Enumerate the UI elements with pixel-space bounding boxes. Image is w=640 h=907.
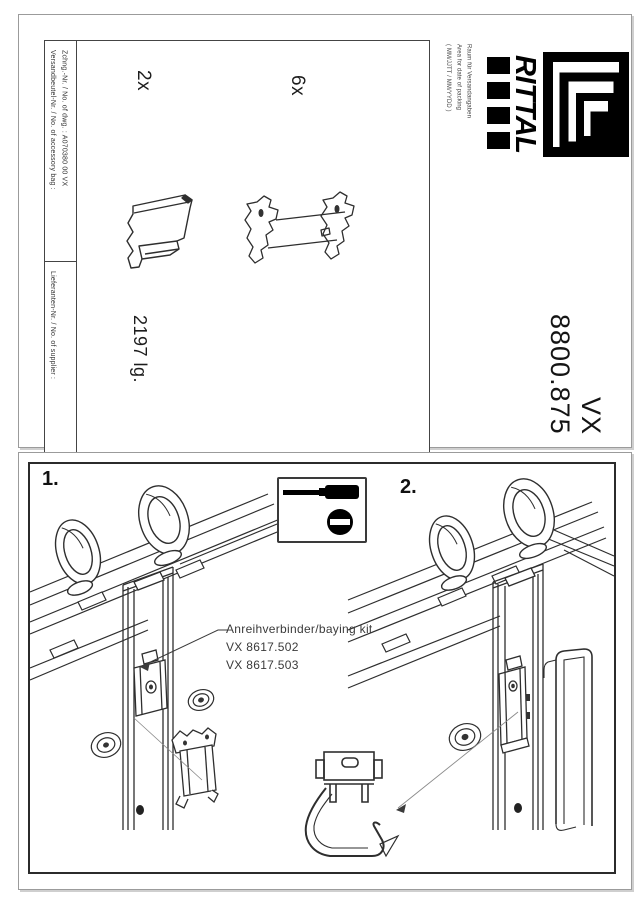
shipping-area-note: Raum für Versandangaben Area for date of…	[443, 44, 474, 170]
shipping-note-en: Area for date of packing	[455, 44, 462, 111]
required-tool-box	[277, 477, 367, 543]
part-drawings	[126, 191, 355, 269]
step1-loose-connector	[171, 727, 219, 809]
rittal-logo: RITTAL	[487, 52, 629, 157]
drawing-number-box: Zchng.-Nr. / No. of dwg. : A070380 00 VX…	[44, 40, 78, 263]
parts-sheet: Zchng.-Nr. / No. of dwg. : A070380 00 VX…	[18, 14, 632, 455]
step2-frame	[347, 501, 614, 689]
screwdriver-icon	[283, 485, 359, 535]
step2-leader-line	[396, 711, 519, 813]
profile-part-drawing	[126, 194, 193, 269]
assembly-illustration	[30, 478, 614, 858]
step2-number: 2.	[400, 476, 417, 498]
qty-connector-label: 6x	[287, 75, 308, 97]
step1-leader-line	[133, 629, 228, 781]
model-series: VX	[576, 396, 606, 435]
model-number: VX 8800.875	[544, 295, 606, 435]
kit-ref-2: VX 8617.503	[226, 658, 299, 672]
step1-number: 1.	[42, 468, 59, 490]
step1-mounted-bracket	[133, 649, 168, 717]
step2-eyebolts	[428, 478, 555, 591]
parts-box: 2x 6x 2197 lg.	[76, 40, 430, 455]
step2-side-strip	[543, 648, 593, 831]
baying-kit-label: Anreihverbinder/baying kit VX 8617.502 V…	[226, 620, 373, 674]
logo-corner-frames	[543, 52, 629, 157]
step1-eyebolts	[54, 485, 190, 596]
model-code: 8800.875	[545, 314, 575, 435]
detail-clip-drawing	[304, 751, 400, 858]
kit-ref-1: VX 8617.502	[226, 640, 299, 654]
kit-title: Anreihverbinder/baying kit	[226, 622, 373, 636]
slotted-screw-icon	[327, 509, 353, 535]
supplier-box: Lieferanten-Nr. / No. of supplier :	[44, 261, 78, 455]
logo-wordmark: RITTAL	[509, 55, 541, 153]
shipping-note-format: ( MM/JJTT / MM/YYDD )	[445, 44, 452, 112]
baying-connector-part-drawing	[244, 191, 355, 264]
shipping-note-de: Raum für Versandangaben	[465, 44, 472, 119]
supplier-label: Lieferanten-Nr. / No. of supplier :	[49, 271, 57, 380]
logo-bars	[487, 57, 510, 149]
accessory-bag-label: Versandbeutel-Nr. / No. of accessory bag…	[49, 50, 57, 190]
step2-washer	[448, 723, 522, 813]
step1-washers	[90, 689, 215, 815]
step2-mounted-connector	[498, 655, 530, 754]
qty-profile-label: 2x	[133, 70, 154, 92]
length-note: 2197 lg.	[130, 315, 150, 384]
drawing-number-label: Zchng.-Nr. / No. of dwg. : A070380 00 VX	[60, 50, 68, 187]
